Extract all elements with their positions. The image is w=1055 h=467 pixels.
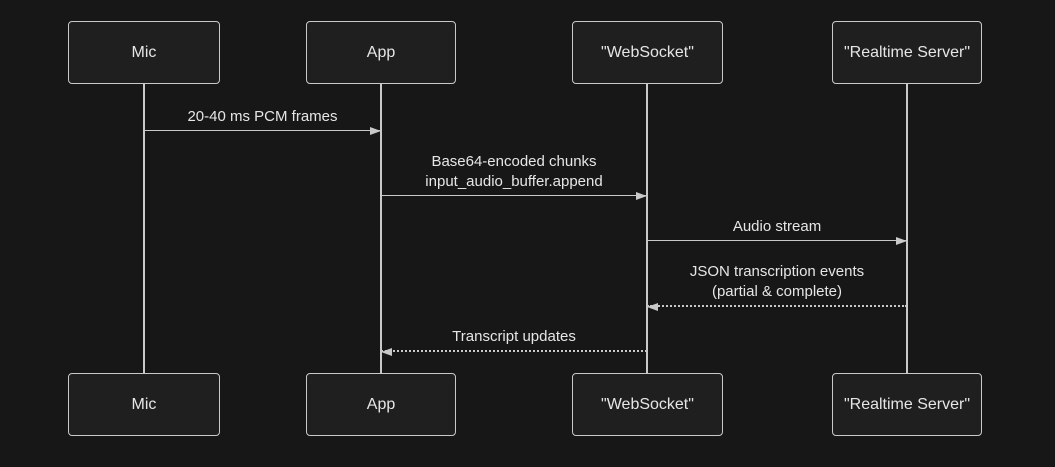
- arrowhead-right-icon: [636, 192, 647, 200]
- message-label-line: input_audio_buffer.append: [425, 173, 603, 190]
- message-label-line: Transcript updates: [452, 328, 576, 345]
- actor-bottom-realtime-server: "Realtime Server": [832, 373, 982, 436]
- lifeline-app: [380, 84, 382, 374]
- message-label-line: 20-40 ms PCM frames: [187, 108, 338, 125]
- actor-top-realtime-server: "Realtime Server": [832, 21, 982, 84]
- message-label-line: Base64-encoded chunks: [431, 153, 597, 170]
- message-pcm-frames: 20-40 ms PCM frames: [144, 107, 381, 135]
- actor-label-websocket: "WebSocket": [601, 395, 694, 413]
- message-transcript-updates: Transcript updates: [381, 327, 647, 356]
- lifeline-mic: [143, 84, 145, 374]
- actor-label-app: App: [366, 395, 396, 413]
- message-base64-chunks: Base64-encoded chunks input_audio_buffer…: [381, 152, 647, 200]
- message-label: Audio stream: [647, 217, 907, 237]
- message-line: [381, 192, 647, 200]
- message-label: Transcript updates: [381, 327, 647, 347]
- actor-label-websocket: "WebSocket": [601, 43, 694, 61]
- actor-top-websocket: "WebSocket": [572, 21, 723, 84]
- arrowhead-left-icon: [647, 303, 658, 311]
- message-label: Base64-encoded chunks input_audio_buffer…: [381, 152, 647, 192]
- actor-top-app: App: [306, 21, 456, 84]
- lifeline-websocket: [646, 84, 648, 374]
- message-audio-stream: Audio stream: [647, 217, 907, 245]
- actor-top-mic: Mic: [68, 21, 220, 84]
- message-line: [381, 348, 647, 356]
- actor-label-app: App: [366, 43, 396, 61]
- arrowhead-left-icon: [381, 348, 392, 356]
- message-line: [647, 303, 907, 311]
- message-transcription-events: JSON transcription events (partial & com…: [647, 262, 907, 311]
- message-label: 20-40 ms PCM frames: [144, 107, 381, 127]
- actor-bottom-websocket: "WebSocket": [572, 373, 723, 436]
- actor-label-mic: Mic: [131, 43, 157, 61]
- message-label-line: Audio stream: [732, 218, 822, 235]
- arrowhead-right-icon: [370, 127, 381, 135]
- message-line: [647, 237, 907, 245]
- lifeline-realtime-server: [906, 84, 908, 374]
- message-label-line: (partial & complete): [711, 283, 843, 300]
- message-label-line: JSON transcription events: [689, 263, 865, 280]
- message-label: JSON transcription events (partial & com…: [647, 262, 907, 302]
- actor-label-realtime-server: "Realtime Server": [843, 395, 971, 413]
- actor-label-realtime-server: "Realtime Server": [843, 43, 971, 61]
- arrowhead-right-icon: [896, 237, 907, 245]
- actor-bottom-mic: Mic: [68, 373, 220, 436]
- message-line: [144, 127, 381, 135]
- actor-bottom-app: App: [306, 373, 456, 436]
- actor-label-mic: Mic: [131, 395, 157, 413]
